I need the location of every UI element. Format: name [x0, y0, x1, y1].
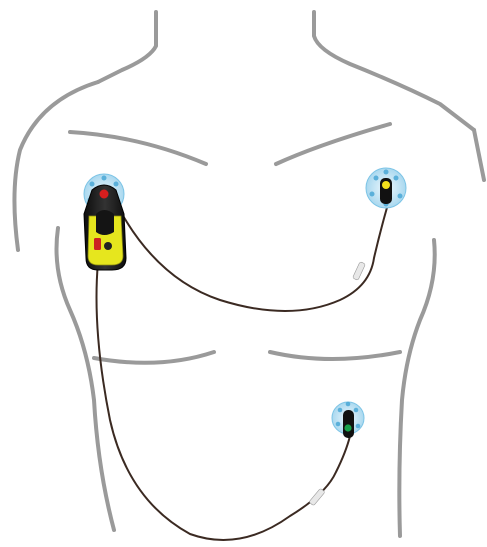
- snap-connector: [343, 410, 354, 438]
- right-pectoral-line: [270, 352, 400, 359]
- cables: [97, 204, 389, 540]
- right-arm-line: [474, 130, 484, 180]
- device-red-indicator: [100, 190, 109, 199]
- electrode-left-upper: [366, 168, 406, 208]
- neck-right-line: [314, 12, 474, 130]
- left-torso-side: [57, 228, 115, 530]
- electrode-left-lower: [332, 402, 364, 438]
- cable-sleeve-lower: [309, 488, 325, 506]
- cable-to-left-upper: [122, 204, 388, 311]
- device-black-inset: [96, 210, 114, 235]
- right-clavicle: [276, 124, 390, 164]
- device-button: [104, 242, 112, 250]
- right-torso-side: [399, 240, 434, 536]
- neck-left-line: [98, 12, 156, 82]
- device-label-stripe: [94, 238, 101, 250]
- snap-color-dot: [344, 424, 351, 431]
- torso-outline: [14, 12, 484, 536]
- left-clavicle: [70, 132, 206, 164]
- cable-sleeve-upper: [352, 262, 365, 281]
- snap-color-dot: [382, 181, 390, 189]
- left-pectoral-line: [94, 352, 214, 363]
